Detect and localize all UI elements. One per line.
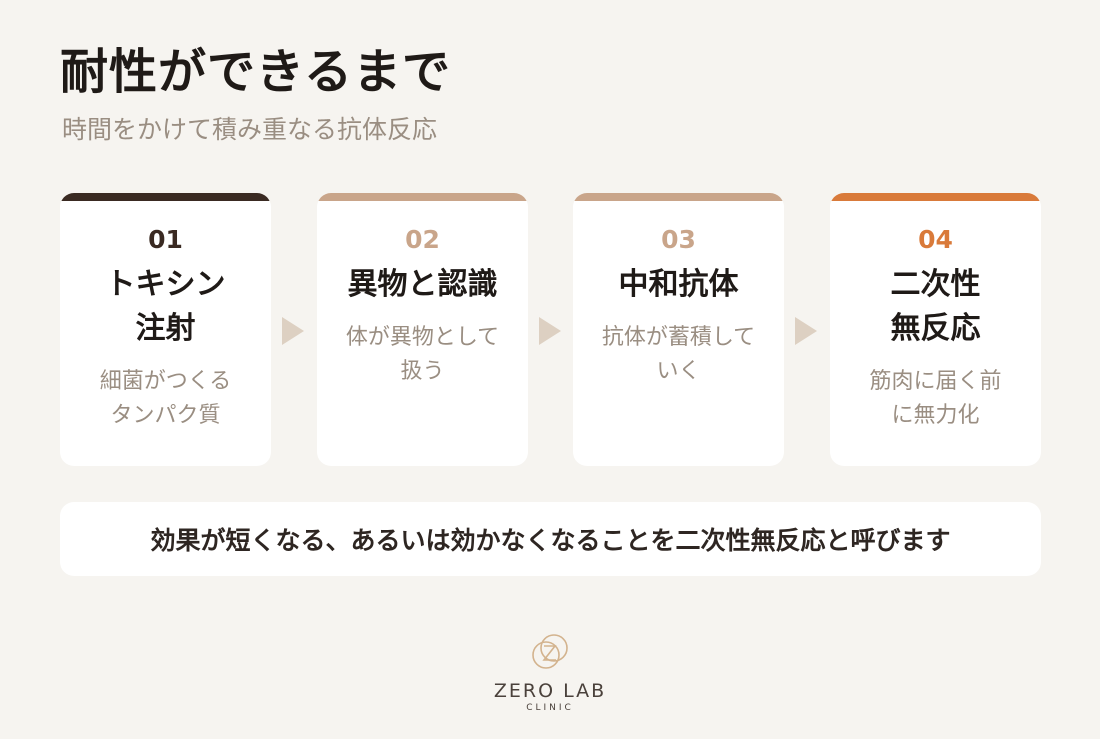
step-heading: トキシン 注射: [105, 267, 226, 346]
step-accent-bar: [60, 193, 271, 201]
arrow-right-icon: [795, 317, 817, 345]
zero-lab-logo-icon: [532, 634, 568, 669]
step-card-2: 02 異物と認識 体が異物として 扱う: [317, 193, 528, 466]
step-description: 細菌がつくる タンパク質: [99, 369, 232, 428]
page-subtitle: 時間をかけて積み重なる抗体反応: [62, 115, 438, 144]
page-title: 耐性ができるまで: [60, 44, 452, 100]
arrow-right-icon: [282, 317, 304, 345]
step-description: 筋肉に届く前 に無力化: [869, 369, 1002, 428]
step-card-4: 04 二次性 無反応 筋肉に届く前 に無力化: [830, 193, 1041, 466]
step-heading: 中和抗体: [618, 267, 739, 302]
logo-brand-text: ZERO LAB: [493, 680, 607, 702]
logo-sub-text: CLINIC: [526, 703, 574, 713]
step-card-3: 03 中和抗体 抗体が蓄積して いく: [573, 193, 784, 466]
step-description: 体が異物として 扱う: [345, 325, 500, 384]
step-flow: 01 トキシン 注射 細菌がつくる タンパク質 02 異物と認識 体が異物として…: [60, 193, 1041, 466]
step-heading: 二次性 無反応: [890, 267, 981, 346]
step-number: 04: [918, 225, 953, 254]
clinic-logo: ZERO LAB CLINIC: [490, 630, 610, 714]
step-accent-bar: [573, 193, 784, 201]
step-card-1: 01 トキシン 注射 細菌がつくる タンパク質: [60, 193, 271, 466]
step-number: 02: [405, 225, 440, 254]
arrow-right-icon: [539, 317, 561, 345]
step-heading: 異物と認識: [347, 267, 498, 302]
step-accent-bar: [317, 193, 528, 201]
step-accent-bar: [830, 193, 1041, 201]
step-description: 抗体が蓄積して いく: [601, 325, 756, 384]
step-number: 01: [148, 225, 183, 254]
step-number: 03: [661, 225, 696, 254]
summary-note: 効果が短くなる、あるいは効かなくなることを二次性無反応と呼びます: [60, 502, 1041, 576]
